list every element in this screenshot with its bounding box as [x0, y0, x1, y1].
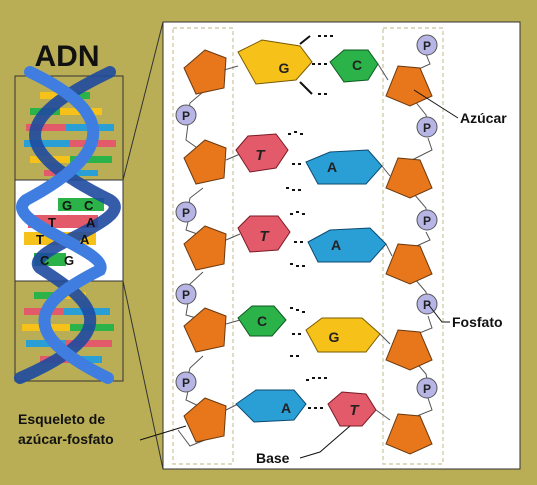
phosphate-symbol: P [182, 206, 190, 220]
zoom-line-bottom [122, 280, 164, 470]
helix-letters: G C T A T A C G [36, 198, 96, 268]
helix-strand-front [16, 66, 114, 384]
sugar-pentagon [385, 413, 433, 455]
label-phosphate: Fosfato [452, 314, 503, 330]
base-letter: A [281, 400, 291, 416]
base-letter: T [255, 147, 266, 164]
base-pair-1: G C [223, 35, 389, 95]
base-letter: C [352, 57, 362, 73]
base-letter: G [329, 329, 340, 345]
phosphate-symbol: P [423, 39, 431, 53]
helix-letter: G [62, 198, 72, 213]
base-letter: A [331, 237, 341, 253]
phosphate-symbol: P [423, 298, 431, 312]
phosphate-symbol: P [182, 109, 190, 123]
base-letter: C [257, 313, 267, 329]
phosphate-right-3: P [416, 209, 438, 231]
sugar-pentagon [183, 397, 227, 443]
phosphate-symbol: P [423, 214, 431, 228]
base-t-shape [235, 133, 289, 173]
sugar-pentagon [385, 65, 433, 107]
phosphate-symbol: P [423, 382, 431, 396]
sugar-pentagon [385, 329, 433, 371]
phosphate-left-2: P [175, 201, 197, 223]
label-backbone-line1: Esqueleto de [18, 411, 105, 427]
phosphate-right-2: P [416, 116, 438, 138]
sugars-right [385, 65, 433, 455]
phosphate-left-3: P [175, 283, 197, 305]
label-base: Base [256, 450, 290, 466]
zoom-line-top [122, 21, 164, 181]
phosphates: P P P P P P P P P [175, 34, 438, 399]
phosphate-left-1: P [175, 104, 197, 126]
base-a-shape [235, 389, 307, 423]
sugar-pentagon [183, 225, 227, 271]
phosphate-symbol: P [182, 376, 190, 390]
sugar-pentagon [183, 49, 227, 95]
sugar-pentagon [385, 243, 433, 285]
helix-letter: T [48, 215, 56, 230]
leader-lines [139, 89, 459, 459]
helix-letter: C [40, 253, 50, 268]
base-t-shape [237, 215, 291, 253]
helix-letter: T [36, 232, 44, 247]
sugars-left [183, 49, 227, 443]
base-pair-4: C G [225, 305, 391, 357]
helix-letter: A [86, 215, 96, 230]
phosphate-symbol: P [423, 121, 431, 135]
sugar-pentagon [183, 139, 227, 185]
phosphate-left-4: P [175, 371, 197, 393]
sugar-pentagon [385, 157, 433, 199]
base-g-shape [237, 39, 313, 85]
label-sugar: Azúcar [460, 110, 507, 126]
phosphate-right-5: P [416, 377, 438, 399]
backbone-box-left [172, 27, 234, 465]
phosphate-symbol: P [182, 288, 190, 302]
base-letter: A [327, 159, 337, 175]
base-pair-3: T A [225, 211, 393, 267]
base-pair-2: T A [225, 131, 391, 191]
title-adn: ADN [35, 40, 100, 73]
base-letter: T [349, 402, 360, 419]
helix-letter: C [84, 198, 94, 213]
sugar-pentagon [183, 307, 227, 353]
base-c-shape [237, 305, 287, 337]
helix-letter: G [64, 253, 74, 268]
label-backbone-line2: azúcar-fosfato [18, 431, 114, 447]
helix-strand-back [14, 66, 121, 384]
base-letter: G [279, 60, 290, 76]
phosphate-right-1: P [416, 34, 438, 56]
base-pair-5: A T [225, 377, 391, 427]
base-letter: T [259, 228, 270, 245]
helix-letter: A [80, 232, 90, 247]
